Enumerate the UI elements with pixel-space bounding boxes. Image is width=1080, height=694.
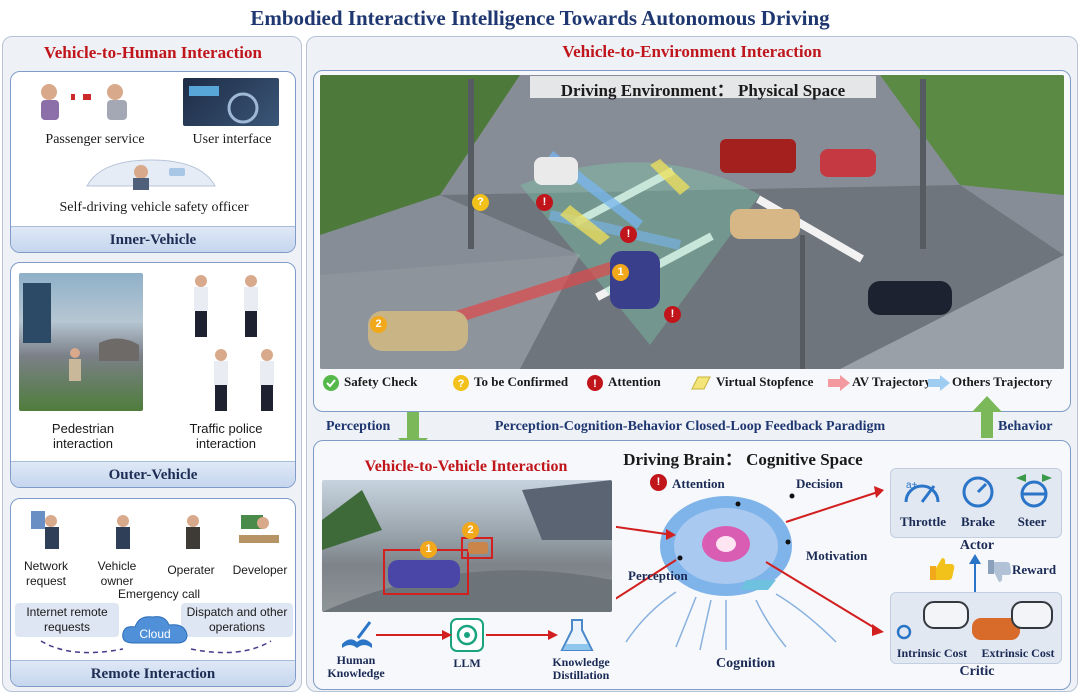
cognitive-space-title: Driving Brain： Cognitive Space xyxy=(598,445,888,470)
user-interface-label: User interface xyxy=(173,132,291,147)
page-title: Embodied Interactive Intelligence Toward… xyxy=(0,6,1080,31)
reward-label: Reward xyxy=(1012,562,1056,578)
emergency-call-label: Emergency call xyxy=(107,587,211,602)
knowledge-distillation-label: Knowledge Distillation xyxy=(540,656,622,682)
svg-text:?: ? xyxy=(458,378,465,390)
brake-icon xyxy=(958,472,998,508)
av-trajectory-icon xyxy=(828,375,850,391)
legend-safety-check: Safety Check xyxy=(344,374,417,390)
traffic-police-illustration xyxy=(161,269,291,419)
v2v-agent-1-marker: 1 xyxy=(420,541,437,558)
actor-critic-arrow xyxy=(968,554,982,592)
svg-text:a+: a+ xyxy=(906,480,918,491)
remote-people-illustration xyxy=(17,505,291,557)
agent-2-marker: 2 xyxy=(370,316,387,333)
user-interface-screen xyxy=(183,78,279,126)
internet-request-label: Internet remote requests xyxy=(15,605,119,635)
remote-dashed-links xyxy=(31,637,281,661)
network-request-label: Network request xyxy=(13,559,79,589)
legend-attention: Attention xyxy=(608,374,661,390)
brake-label: Brake xyxy=(952,514,1004,530)
knowledge-flow-arrows xyxy=(376,628,626,642)
llm-label: LLM xyxy=(440,656,494,671)
legend-to-be-confirmed: To be Confirmed xyxy=(474,374,568,390)
v2v-agent-2-marker: 2 xyxy=(462,522,479,539)
throttle-label: Throttle xyxy=(894,514,952,530)
brain-decision-label: Decision xyxy=(796,476,843,492)
brain-attention-icon: ! xyxy=(650,474,667,491)
others-trajectory-icon xyxy=(928,375,950,391)
vehicle-to-human-panel: Vehicle-to-Human Interaction Passenger s… xyxy=(2,36,302,692)
brain-motivation-label: Motivation xyxy=(806,548,867,564)
attention-icon: ! xyxy=(586,374,604,392)
human-knowledge-label: Human Knowledge xyxy=(318,654,394,680)
critic-vehicles-illustration xyxy=(896,596,1056,644)
steer-label: Steer xyxy=(1006,514,1058,530)
thumbs-down-icon xyxy=(986,558,1012,584)
operator-label: Operater xyxy=(157,563,225,578)
v2v-interaction-label: Vehicle-to-Vehicle Interaction xyxy=(336,458,596,476)
remote-interaction-box: Network request Vehicle owner Operater D… xyxy=(10,498,296,687)
outer-vehicle-footer: Outer-Vehicle xyxy=(11,461,295,487)
v2v-scene xyxy=(322,480,612,612)
police-label: Traffic police interaction xyxy=(159,421,293,451)
behavior-arrow-label: Behavior xyxy=(998,419,1052,435)
svg-text:!: ! xyxy=(593,378,597,390)
remote-interaction-footer: Remote Interaction xyxy=(11,660,295,686)
passenger-service-illustration xyxy=(23,78,153,126)
attention-marker: ! xyxy=(664,306,681,323)
to-be-confirmed-marker: ? xyxy=(472,194,489,211)
extrinsic-cost-label: Extrinsic Cost xyxy=(974,646,1062,661)
developer-label: Developer xyxy=(225,563,295,578)
inner-vehicle-box: Passenger service User interface Self-dr… xyxy=(10,71,296,253)
thumbs-up-icon xyxy=(928,556,956,582)
attention-marker: ! xyxy=(536,194,553,211)
outer-vehicle-box: Pedestrian interaction Traffic police in… xyxy=(10,262,296,488)
brain-attention-label: Attention xyxy=(672,476,725,492)
human-knowledge-icon xyxy=(340,620,374,650)
to-be-confirmed-icon: ? xyxy=(452,374,470,392)
driving-brain-illustration xyxy=(616,482,886,652)
safety-officer-illustration xyxy=(81,150,221,194)
vehicle-owner-label: Vehicle owner xyxy=(85,559,149,589)
paradigm-label: Perception-Cognition-Behavior Closed-Loo… xyxy=(440,419,940,435)
vehicle-to-human-header: Vehicle-to-Human Interaction xyxy=(3,43,303,63)
perception-arrow-label: Perception xyxy=(326,419,390,435)
brain-perception-label: Perception xyxy=(628,568,688,584)
intrinsic-cost-label: Intrinsic Cost xyxy=(890,646,974,661)
throttle-icon: a+ xyxy=(900,472,944,508)
vehicle-to-environment-header: Vehicle-to-Environment Interaction xyxy=(306,42,1078,62)
actor-label: Actor xyxy=(950,538,1004,554)
steer-icon xyxy=(1014,472,1054,508)
pedestrian-label: Pedestrian interaction xyxy=(19,421,147,451)
virtual-stopfence-icon xyxy=(690,375,712,391)
dispatch-label: Dispatch and other operations xyxy=(181,605,293,635)
legend-av-trajectory: AV Trajectory xyxy=(852,374,931,390)
driving-environment-title: Driving Environment： Physical Space xyxy=(530,76,876,98)
attention-marker: ! xyxy=(620,226,637,243)
legend-others-trajectory: Others Trajectory xyxy=(952,374,1052,390)
safety-officer-label: Self-driving vehicle safety officer xyxy=(11,200,296,215)
pedestrian-street-scene xyxy=(19,273,143,411)
legend-virtual-stopfence: Virtual Stopfence xyxy=(716,374,813,390)
brain-cognition-label: Cognition xyxy=(716,656,775,672)
inner-vehicle-footer: Inner-Vehicle xyxy=(11,226,295,252)
critic-label: Critic xyxy=(950,664,1004,680)
safety-check-icon xyxy=(322,374,340,392)
scene-legend: Safety Check ? To be Confirmed ! Attenti… xyxy=(318,372,1064,392)
passenger-service-label: Passenger service xyxy=(15,132,175,147)
agent-1-marker: 1 xyxy=(612,264,629,281)
driving-environment-scene xyxy=(320,75,1064,369)
